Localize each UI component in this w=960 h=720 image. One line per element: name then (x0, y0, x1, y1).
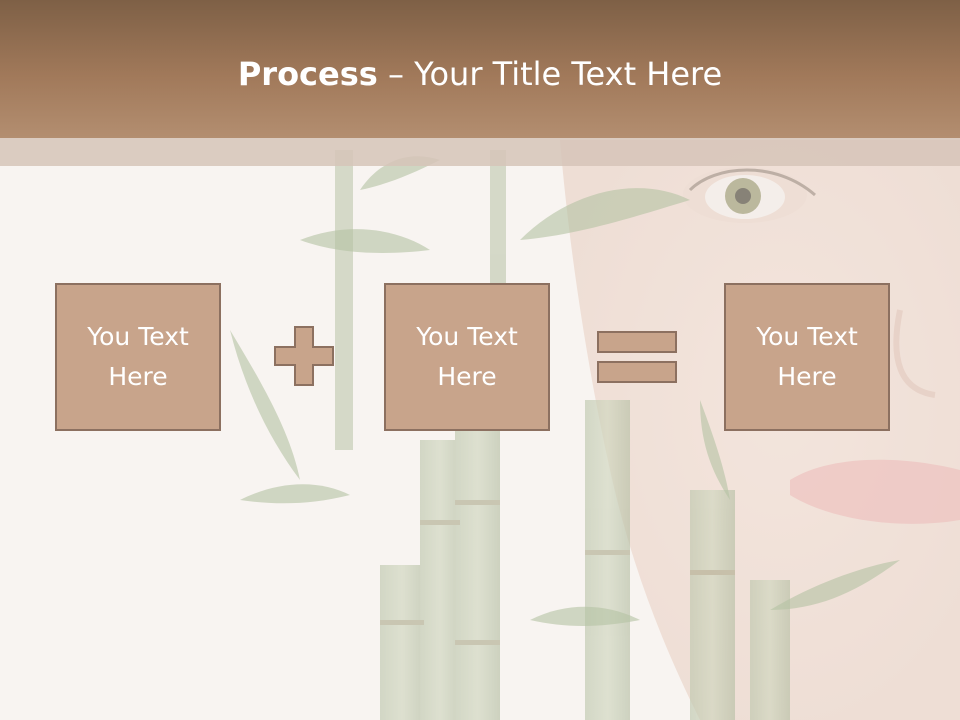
title-bar (0, 0, 960, 138)
title-separator: – (377, 55, 415, 93)
title-accent-strip (0, 138, 960, 166)
title-bold-part: Process (237, 55, 378, 93)
process-box-2[interactable]: You Text Here (384, 283, 550, 431)
process-box-text: You Text Here (756, 322, 858, 391)
process-box-text: You Text Here (87, 322, 189, 391)
process-box-3[interactable]: You Text Here (724, 283, 890, 431)
process-box-text: You Text Here (416, 322, 518, 391)
title-rest-part: Your Title Text Here (414, 55, 723, 93)
plus-icon (274, 326, 334, 386)
slide-title[interactable]: Process – Your Title Text Here (0, 52, 960, 96)
equals-icon (597, 331, 677, 383)
process-box-1[interactable]: You Text Here (55, 283, 221, 431)
